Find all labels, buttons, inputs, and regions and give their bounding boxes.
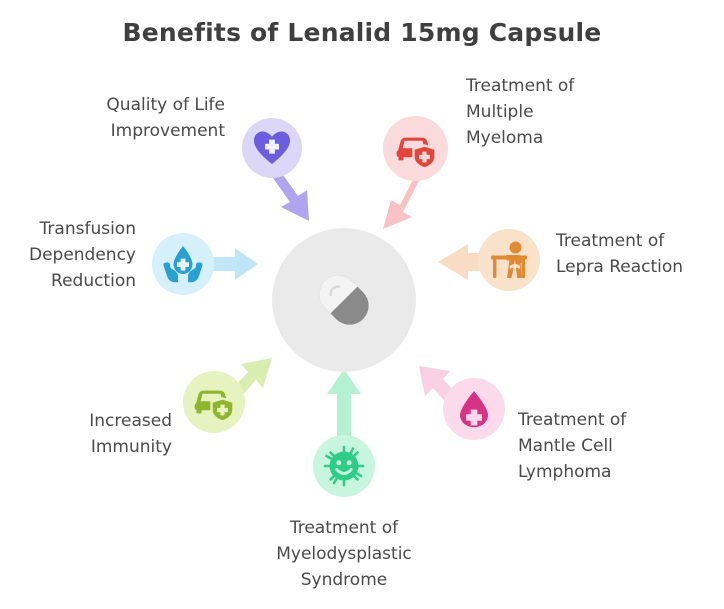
label-quality-of-life: Quality of Life Improvement — [106, 95, 225, 141]
person-at-desk-icon — [491, 241, 527, 278]
car-with-shield-cross-icon — [194, 390, 235, 422]
center-capsule-node — [272, 228, 416, 372]
label-increased-immunity: Increased Immunity — [89, 411, 172, 457]
capsule-pill-icon — [319, 275, 369, 325]
heart-with-medical-cross-icon — [254, 131, 290, 164]
node-multiple-myeloma[interactable] — [383, 116, 448, 181]
car-with-shield-cross-icon — [396, 137, 437, 169]
node-quality-of-life[interactable] — [242, 118, 302, 178]
blood-drop-with-cross-icon — [460, 391, 488, 428]
node-transfusion-dependency[interactable] — [152, 233, 214, 295]
node-myelodysplastic-syndrome[interactable] — [313, 435, 375, 497]
page-title: Benefits of Lenalid 15mg Capsule — [122, 18, 602, 47]
label-multiple-myeloma: Treatment of Multiple Myeloma — [466, 76, 575, 148]
smiling-germ-icon — [323, 445, 365, 487]
node-lepra-reaction[interactable] — [478, 229, 540, 291]
node-mantle-cell-lymphoma[interactable] — [443, 378, 505, 440]
label-transfusion-dependency: Transfusion Dependency Reduction — [28, 219, 136, 291]
label-myelodysplastic-syndrome: Treatment of Myelodysplastic Syndrome — [276, 518, 412, 590]
label-mantle-cell-lymphoma: Treatment of Mantle Cell Lymphoma — [518, 410, 627, 482]
node-increased-immunity[interactable] — [183, 371, 245, 433]
label-lepra-reaction: Treatment of Lepra Reaction — [556, 231, 684, 277]
hands-holding-blood-drop-icon — [163, 246, 203, 283]
